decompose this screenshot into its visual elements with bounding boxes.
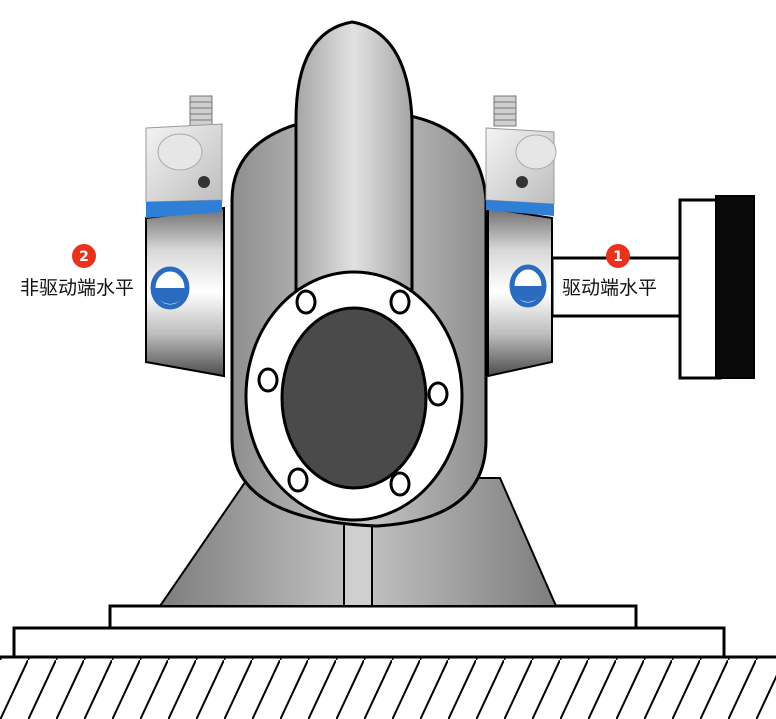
marker-number: 2: [79, 249, 89, 265]
flange-bolt: [295, 289, 317, 315]
foundation-slab: [12, 626, 726, 659]
marker-number: 1: [613, 249, 623, 265]
drive-end-bearing: [487, 206, 553, 378]
flange-bolt: [389, 289, 411, 315]
numbered-circle-icon: [606, 244, 630, 268]
accelerometer-sensor-icon: [485, 95, 557, 216]
coupling-disc: [715, 195, 755, 379]
accelerometer-sensor-icon: [145, 95, 223, 218]
coupling-hub: [678, 198, 722, 380]
discharge-nozzle: [294, 20, 414, 292]
ground: [0, 655, 776, 719]
flange-bolt: [427, 381, 449, 407]
flange-bolt: [389, 471, 411, 497]
flange-bolt: [257, 367, 279, 393]
numbered-circle-icon: [72, 244, 96, 268]
pedestal-post: [343, 511, 373, 607]
non-drive-end-bearing: [145, 206, 225, 378]
non-drive-end-label: 非驱动端水平: [20, 277, 134, 299]
drive-end-marker: 1: [606, 244, 630, 268]
flange-bolts: [257, 289, 449, 497]
inlet-bore: [280, 306, 428, 490]
non-drive-end-marker: 2: [72, 244, 96, 268]
base-plate: [108, 604, 638, 630]
drive-end-label: 驱动端水平: [562, 277, 657, 299]
flange-bolt: [287, 467, 309, 493]
